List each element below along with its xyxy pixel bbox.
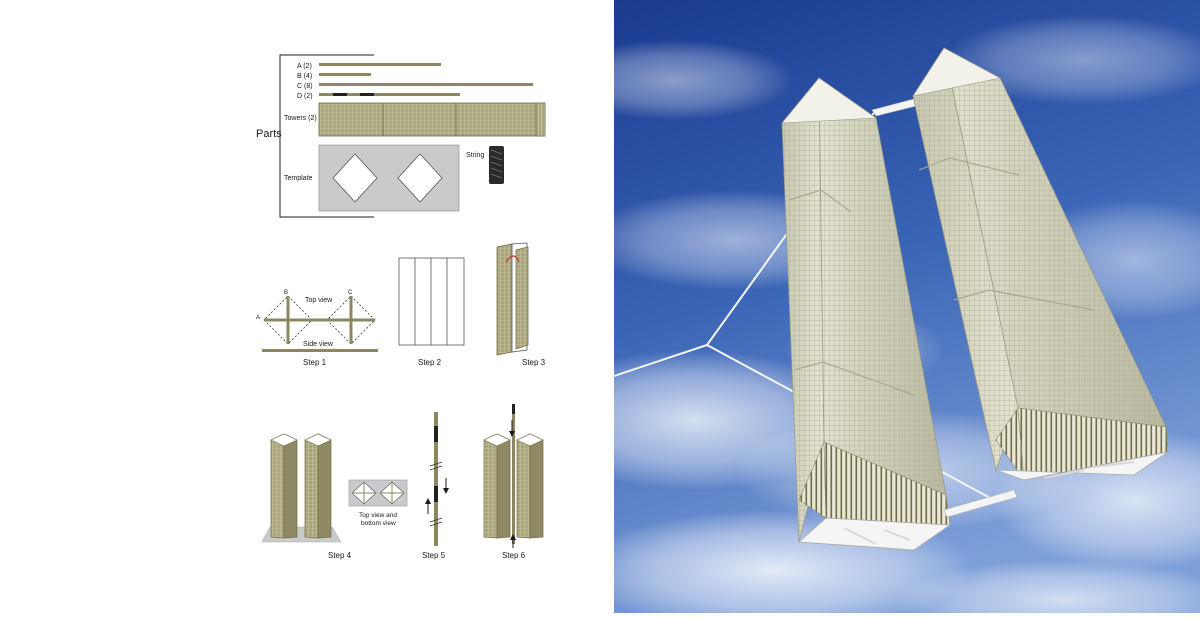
part-a-label: A (2) xyxy=(297,63,312,70)
step-6: Step 6 xyxy=(483,404,544,560)
step1-diamond-left xyxy=(263,295,313,345)
instructions-panel: Parts A (2) B (4) C (8) D (2) Towers (2)… xyxy=(256,54,546,560)
step1-rod-b xyxy=(286,296,290,344)
step6-tower-left xyxy=(483,433,511,539)
part-c-rod xyxy=(319,83,533,86)
part-a-rod xyxy=(319,63,441,66)
step6-rod xyxy=(512,404,515,544)
step3-panel-left xyxy=(496,243,513,356)
parts-heading: Parts xyxy=(256,128,282,140)
step5-break-mark xyxy=(429,517,443,527)
step6-caption: Step 6 xyxy=(502,551,526,560)
part-b-rod xyxy=(319,73,371,76)
template-label: Template xyxy=(284,175,313,182)
bottom-frame xyxy=(798,451,1169,551)
step1-label-c: C xyxy=(348,290,353,296)
view-note-line2: bottom view xyxy=(361,520,396,527)
step1-label-a: A xyxy=(256,315,260,321)
step1-top-view: Top view xyxy=(305,297,333,304)
step4-caption: Step 4 xyxy=(328,551,352,560)
step3-fold-arrow xyxy=(505,255,520,263)
kite-photo xyxy=(614,0,1200,613)
step1-diamond-right xyxy=(326,295,376,345)
step4-tower-right xyxy=(304,433,332,539)
template-diamond xyxy=(397,153,443,203)
step-3: Step 3 xyxy=(496,242,546,367)
kite-tower-right xyxy=(912,46,1169,482)
step-4: Step 4 xyxy=(261,433,352,560)
part-d-joint xyxy=(360,93,374,96)
view-note-line1: Top view and xyxy=(359,512,397,519)
step-1: B C A Top view Side view Step 1 xyxy=(256,290,378,367)
step1-rod-c xyxy=(349,296,353,344)
template-diamond xyxy=(332,153,378,203)
step4-view-inset: Top view and bottom view xyxy=(348,479,408,527)
step2-sheet xyxy=(398,257,465,346)
step1-rod-a xyxy=(264,318,375,322)
step-5: Step 5 xyxy=(422,412,449,560)
instructions-diagram: Parts A (2) B (4) C (8) D (2) Towers (2)… xyxy=(256,54,546,560)
string-spool xyxy=(489,146,504,184)
parts-bracket xyxy=(279,54,374,218)
part-b-label: B (4) xyxy=(297,73,312,80)
step5-rod xyxy=(434,412,438,546)
kite-photo-illustration xyxy=(614,0,1200,613)
step6-tower-right xyxy=(516,433,544,539)
step1-caption: Step 1 xyxy=(303,358,327,367)
part-d-joint xyxy=(333,93,347,96)
step1-side-rod xyxy=(262,349,378,352)
towers-label: Towers (2) xyxy=(284,115,317,122)
part-d-label: D (2) xyxy=(297,93,313,100)
step-2: Step 2 xyxy=(398,257,465,367)
step1-label-b: B xyxy=(284,290,288,296)
step3-panel-right xyxy=(515,246,529,350)
step1-side-view: Side view xyxy=(303,341,334,348)
part-d-rod xyxy=(319,93,460,96)
string-label: String xyxy=(466,152,484,159)
step2-caption: Step 2 xyxy=(418,358,442,367)
step3-caption: Step 3 xyxy=(522,358,546,367)
tower-sheet xyxy=(318,102,546,137)
step4-tower-left xyxy=(270,433,298,539)
parts-section: Parts A (2) B (4) C (8) D (2) Towers (2)… xyxy=(256,54,546,218)
kite-tower-left xyxy=(781,76,951,543)
part-c-label: C (8) xyxy=(297,83,313,90)
step5-caption: Step 5 xyxy=(422,551,446,560)
step5-break-mark xyxy=(429,461,443,471)
